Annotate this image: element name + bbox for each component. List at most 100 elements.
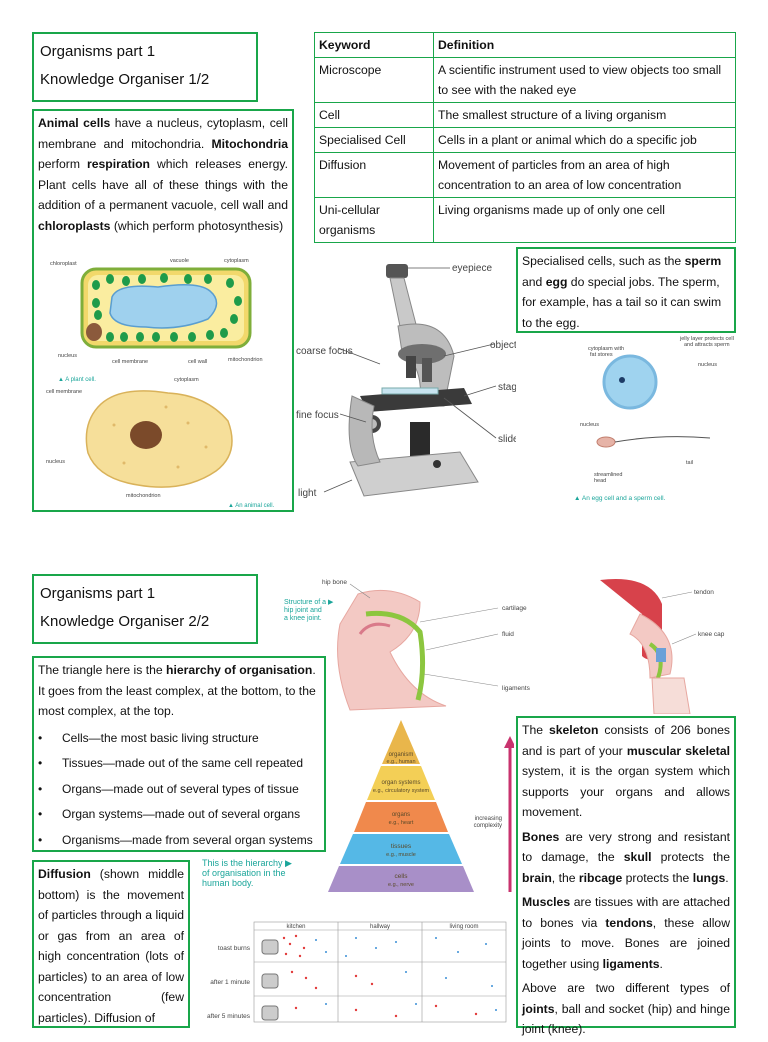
table-row: Cell The smallest structure of a living … (314, 102, 736, 128)
pyramid-caption-2: of organisation in the (202, 868, 286, 878)
joints-diagram: hip bone Structure of a ▶ hip joint and … (284, 579, 725, 714)
pyramid-level-tissues (340, 834, 462, 864)
toaster-icon (261, 939, 279, 1021)
skeleton-panel: The skeleton consists of 206 bones and i… (516, 716, 736, 1036)
label-sperm-nucleus: nucleus (580, 422, 599, 428)
text-run: (which perform photosynthesis) (110, 218, 284, 233)
diffusion-diagram: kitchen hallway living room toast burns … (207, 921, 507, 1023)
bold-term: joints (522, 1001, 555, 1016)
diffusion-col-hallway: hallway (370, 924, 390, 930)
bold-term: skull (623, 850, 652, 864)
hip-joint-illustration (337, 589, 447, 711)
text-run: have a nucleus, cytoplasm, cell membrane… (38, 116, 288, 151)
pyramid-label: cells (394, 873, 408, 880)
label-cytoplasm: cytoplasm (224, 258, 249, 264)
label-hip-bone: hip bone (322, 579, 347, 586)
definition-cell: Cells in a plant or animal which do a sp… (433, 127, 736, 153)
list-item: Tissues—made out of the same cell repeat… (38, 751, 320, 777)
table-row: Microscope A scientific instrument used … (314, 57, 736, 103)
text-run: , these allow joints to move. Bones are … (522, 915, 731, 971)
page1-title-line2: Knowledge Organiser 1/2 (40, 71, 210, 88)
label-animal-mitochondrion: mitochondrion (126, 493, 161, 499)
pyramid-caption-3: human body. (202, 878, 253, 888)
bold-term: muscular skeletal (626, 743, 730, 758)
hierarchy-list: Cells—the most basic living structure Ti… (34, 724, 324, 856)
pyramid-example: e.g., heart (389, 820, 414, 826)
keyword-cell: Uni-cellular organisms (314, 197, 434, 243)
pyramid-label: organ systems (381, 780, 420, 786)
text-run: The triangle here is the (38, 663, 167, 677)
table-row: Diffusion Movement of particles from an … (314, 152, 736, 198)
definition-cell: Living organisms made up of only one cel… (433, 197, 736, 243)
hierarchy-intro: The triangle here is the hierarchy of or… (34, 658, 324, 724)
joint-caption-2: hip joint and (284, 607, 322, 614)
pyramid-level-organism (382, 720, 420, 764)
label-cartilage: cartilage (502, 605, 527, 612)
text-run: which releases energy. Plant cells have … (38, 157, 288, 212)
particle-dots (282, 934, 497, 1018)
egg-sperm-caption: ▲ An egg cell and a sperm cell. (574, 495, 666, 502)
definition-cell: Movement of particles from an area of hi… (433, 152, 736, 198)
text-run: are tissues with are attached to bones v… (522, 895, 730, 930)
text-run: (shown middle bottom) is the movement of… (38, 867, 184, 1025)
bold-term: skeleton (548, 723, 599, 737)
bold-term: lungs (692, 870, 726, 885)
text-run: system, it is the organ system which sup… (522, 764, 730, 819)
bold-term: Mitochondria (211, 136, 288, 151)
keyword-table: Keyword Definition Microscope A scientif… (314, 32, 736, 243)
cell-diagrams: chloroplast vacuole cytoplasm nucleus ce… (46, 258, 275, 509)
specialised-text: Specialised cells, such as the sperm and… (518, 249, 734, 335)
pyramid-caption-1: This is the hierarchy ▶ (202, 858, 292, 868)
bold-term: ribcage (578, 870, 623, 885)
definition-cell: The smallest structure of a living organ… (433, 102, 736, 128)
label-fluid: fluid (502, 631, 514, 638)
keyword-cell: Specialised Cell (314, 127, 434, 153)
label-ligaments: ligaments (502, 685, 531, 692)
label-chloroplast: chloroplast (50, 261, 77, 267)
text-run: perform (38, 157, 87, 171)
complexity-arrow (504, 736, 514, 892)
plant-cell-illustration (80, 267, 252, 349)
table-header-definition: Definition (433, 32, 736, 58)
page1-title-box: Organisms part 1 Knowledge Organiser 1/2 (32, 32, 258, 102)
skeleton-para-4: Above are two different types of joints,… (518, 976, 734, 1042)
table-row: Uni-cellular organisms Living organisms … (314, 197, 736, 243)
egg-cell-illustration (602, 354, 658, 410)
text-run: Above are two different types of (522, 981, 730, 995)
hierarchy-pyramid: organism e.g., human organ systems e.g.,… (202, 720, 514, 892)
definition-cell: A scientific instrument used to view obj… (433, 57, 736, 103)
list-item: Organisms—made from several organ system… (38, 828, 320, 854)
page1-title-line1: Organisms part 1 (40, 43, 156, 60)
label-cell-membrane: cell membrane (112, 359, 148, 365)
label-egg-nucleus: nucleus (698, 362, 717, 368)
list-item: Organs—made out of several types of tiss… (38, 777, 320, 803)
label-head-2: head (594, 478, 606, 484)
pyramid-level-organ-systems (367, 766, 435, 800)
animal-cell-illustration (85, 390, 233, 488)
arrow-label-1: increasing (475, 816, 502, 822)
text-run: are very strong and resistant to damage,… (522, 829, 730, 865)
skeleton-para-2: Bones are very strong and resistant to d… (518, 825, 734, 891)
knee-joint-illustration (600, 579, 691, 714)
label-animal-membrane: cell membrane (46, 389, 82, 395)
bold-term: brain (522, 870, 552, 885)
hierarchy-panel: The triangle here is the hierarchy of or… (32, 656, 326, 852)
label-tendon: tendon (694, 589, 714, 596)
bold-term: tendons (605, 915, 653, 930)
bold-term: Animal cells (38, 116, 111, 130)
text-run: . (659, 956, 663, 971)
arrow-label-2: complexity (474, 823, 502, 829)
diffusion-row-toast: toast burns (218, 945, 251, 952)
table-row: Specialised Cell Cells in a plant or ani… (314, 127, 736, 153)
text-run: and (522, 274, 546, 289)
label-head: streamlined (594, 472, 622, 478)
text-run: , the (551, 870, 579, 885)
label-cell-wall: cell wall (188, 359, 207, 365)
label-egg-cytoplasm-2: fat stores (590, 352, 613, 358)
label-objective-lens: objective lens (490, 340, 516, 351)
label-slide: slide (498, 434, 516, 445)
bold-term: egg (545, 274, 568, 289)
label-nucleus: nucleus (58, 353, 77, 359)
bold-term: respiration (87, 157, 150, 171)
animal-cell-caption: ▲ An animal cell. (228, 503, 275, 509)
